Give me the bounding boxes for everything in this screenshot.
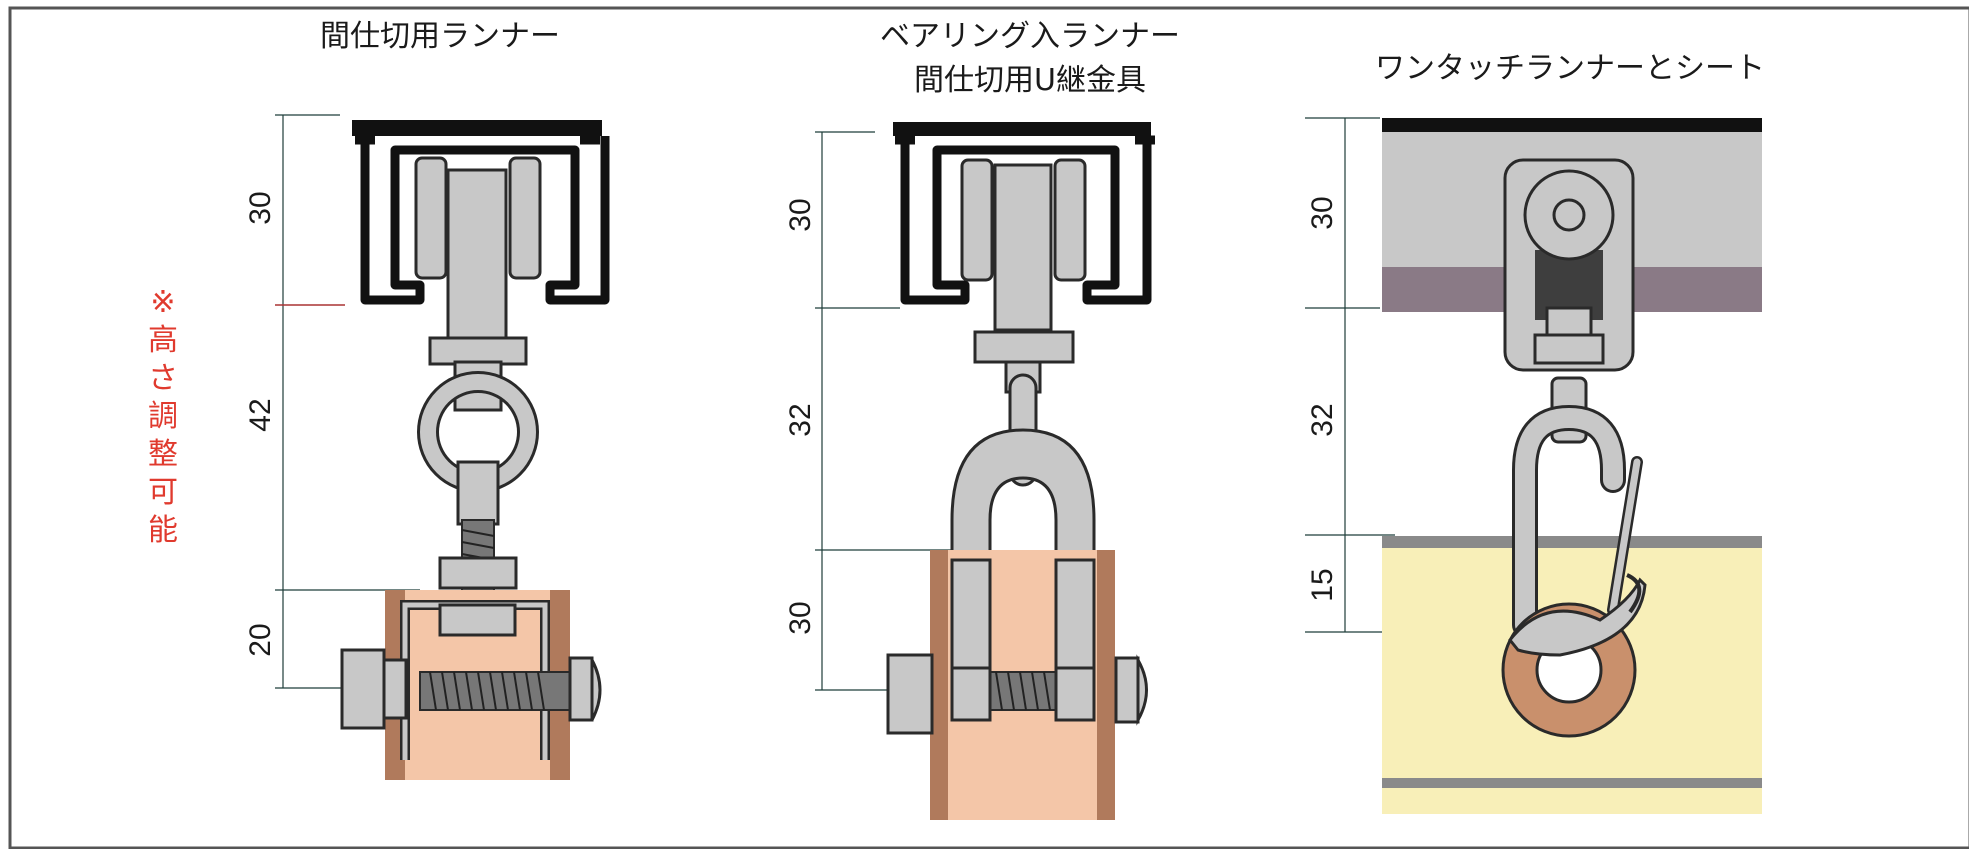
note-char-4: 整: [148, 437, 178, 472]
panel-1-runner: [414, 156, 542, 651]
note-char-2: さ: [148, 361, 178, 396]
panel-2-dim-middle: 32: [784, 403, 817, 436]
panel-2-panel-block: [886, 550, 1148, 820]
panel-3-title: ワンタッチランナーとシート: [1375, 51, 1765, 86]
panel-2-title-line-1: ベアリング入ランナー: [880, 19, 1180, 54]
panel-1-dimensions: 30 42 20: [244, 114, 420, 689]
outer-frame: [8, 6, 1969, 849]
height-adjustable-note: ※ 高 さ 調 整 可 能: [148, 285, 178, 548]
panel-1-dim-middle: 42: [244, 398, 277, 431]
panel-1-panel-block: [340, 590, 602, 780]
panel-3-dim-middle: 32: [1306, 403, 1339, 436]
panel-1-title: 間仕切用ランナー: [320, 19, 560, 54]
note-char-5: 可: [148, 475, 178, 510]
panel-2-dim-top: 30: [784, 198, 817, 231]
panel-1-dim-bottom: 20: [244, 623, 277, 656]
panel-1-rail: [352, 120, 610, 305]
panel-3-runner: [1503, 158, 1643, 638]
panel-3-grommet: [1501, 573, 1647, 738]
panel-3-dimensions: 30 32 15: [1305, 117, 1570, 633]
panel-2-title-line-2: 間仕切用U継金具: [914, 63, 1146, 98]
panel-1-dim-top: 30: [244, 191, 277, 224]
panel-3-dim-top: 30: [1306, 196, 1339, 229]
panel-2: ベアリング入ランナー 間仕切用U継金具 30 32 30: [784, 19, 1180, 820]
panel-1: 間仕切用ランナー ※ 高 さ 調 整 可 能 30 42 20: [148, 19, 610, 780]
panel-2-rail: [893, 122, 1155, 305]
panel-3: ワンタッチランナーとシート 30 32 15: [1305, 51, 1765, 814]
note-char-3: 調: [148, 399, 178, 434]
note-char-1: 高: [148, 323, 178, 358]
note-mark: ※: [150, 285, 175, 320]
note-char-6: 能: [148, 513, 178, 548]
panel-3-dim-bottom: 15: [1306, 568, 1339, 601]
panel-2-dim-bottom: 30: [784, 601, 817, 634]
